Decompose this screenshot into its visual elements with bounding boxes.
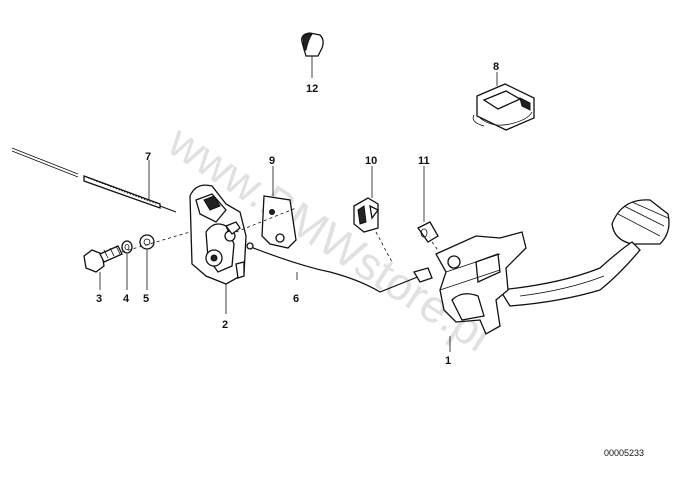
part-1-pedal-bracket[interactable] [435,199,670,352]
diagram-code: 00005233 [604,448,644,458]
part-10-clip[interactable] [353,166,393,263]
part-7-cable[interactable] [11,147,177,213]
part-6-cable-rod[interactable] [246,242,433,293]
part-11-pin[interactable] [417,166,449,265]
part-3-bolt[interactable] [83,245,123,290]
callout-2: 2 [222,319,228,331]
callout-10: 10 [365,155,377,167]
part-12-plug[interactable] [301,32,324,78]
part-2-lock-mechanism[interactable] [189,184,247,314]
callout-1: 1 [445,355,451,367]
part-8-spring-clip[interactable] [472,72,535,131]
part-5-washer[interactable] [139,234,155,290]
callout-7: 7 [145,151,151,163]
part-9-bracket[interactable] [235,166,297,249]
callout-12: 12 [306,83,318,95]
callout-9: 9 [269,155,275,167]
callout-11: 11 [418,155,430,167]
part-4-washer[interactable] [121,240,133,290]
callout-4: 4 [123,293,130,305]
callout-6: 6 [293,293,299,305]
callout-5: 5 [143,293,149,305]
callout-3: 3 [96,293,102,305]
callout-8: 8 [493,61,499,73]
